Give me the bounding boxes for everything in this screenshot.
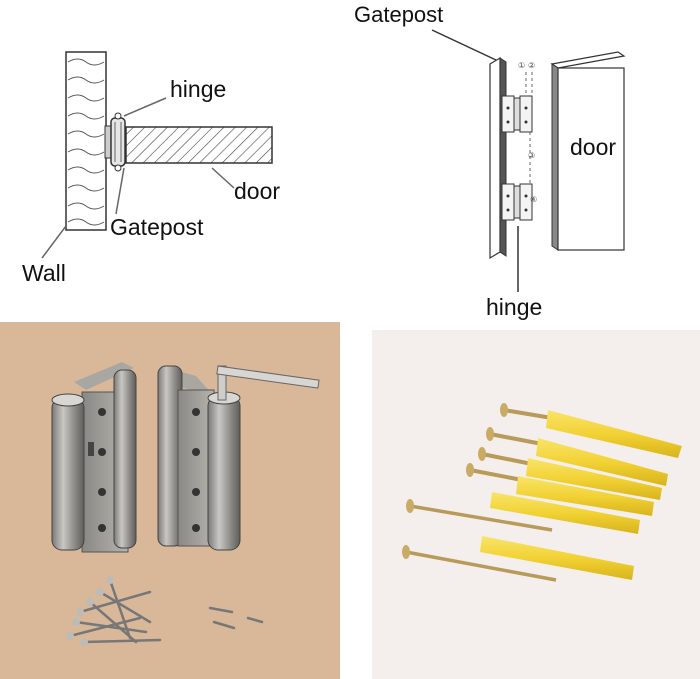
screw-heads [66, 576, 114, 646]
anchor-set-5 [406, 492, 640, 534]
anchors-photo-art [402, 403, 682, 582]
side-view-diagram: hinge door Gatepost Wall [0, 0, 350, 320]
hex-key [216, 365, 320, 401]
gatepost-post [489, 56, 507, 260]
side-view-drawing [41, 51, 273, 259]
hinge-side [104, 112, 126, 172]
hinge-photo-art [51, 362, 320, 646]
anchor-set-2 [486, 427, 668, 486]
perspective-drawing [431, 29, 626, 292]
wall-label: Wall [22, 260, 66, 286]
hinge-product-photo [0, 322, 340, 679]
callout-4: ④ [530, 195, 538, 204]
gatepost-label: Gatepost [110, 214, 204, 240]
anchor-set-3 [478, 447, 662, 500]
callout-1: ① [518, 61, 526, 70]
anchors-product-photo [372, 330, 700, 679]
door-section [125, 126, 273, 164]
wall-section [65, 51, 107, 231]
perspective-view-diagram: Gatepost door hinge ① ② ③ ④ [350, 0, 700, 320]
anchor-set-6 [402, 536, 634, 582]
callout-3: ③ [528, 151, 536, 160]
leader-lines [41, 97, 235, 259]
alignment-lines [525, 72, 533, 184]
door-panel [550, 51, 626, 251]
hinge-top [501, 95, 533, 133]
right-hinge [157, 365, 241, 551]
perspective-leader-lines [431, 29, 519, 292]
gatepost-label-2: Gatepost [354, 2, 444, 27]
anchor-set-4 [466, 463, 654, 516]
screws-pile [68, 578, 264, 644]
callout-2: ② [528, 61, 536, 70]
hinge-bottom [501, 183, 533, 221]
door-label: door [234, 178, 281, 204]
anchor-set-1 [500, 403, 682, 458]
hinge-label: hinge [170, 76, 227, 102]
door-label-2: door [570, 134, 617, 160]
hinge-label-2: hinge [486, 294, 543, 320]
left-hinge [51, 362, 137, 553]
